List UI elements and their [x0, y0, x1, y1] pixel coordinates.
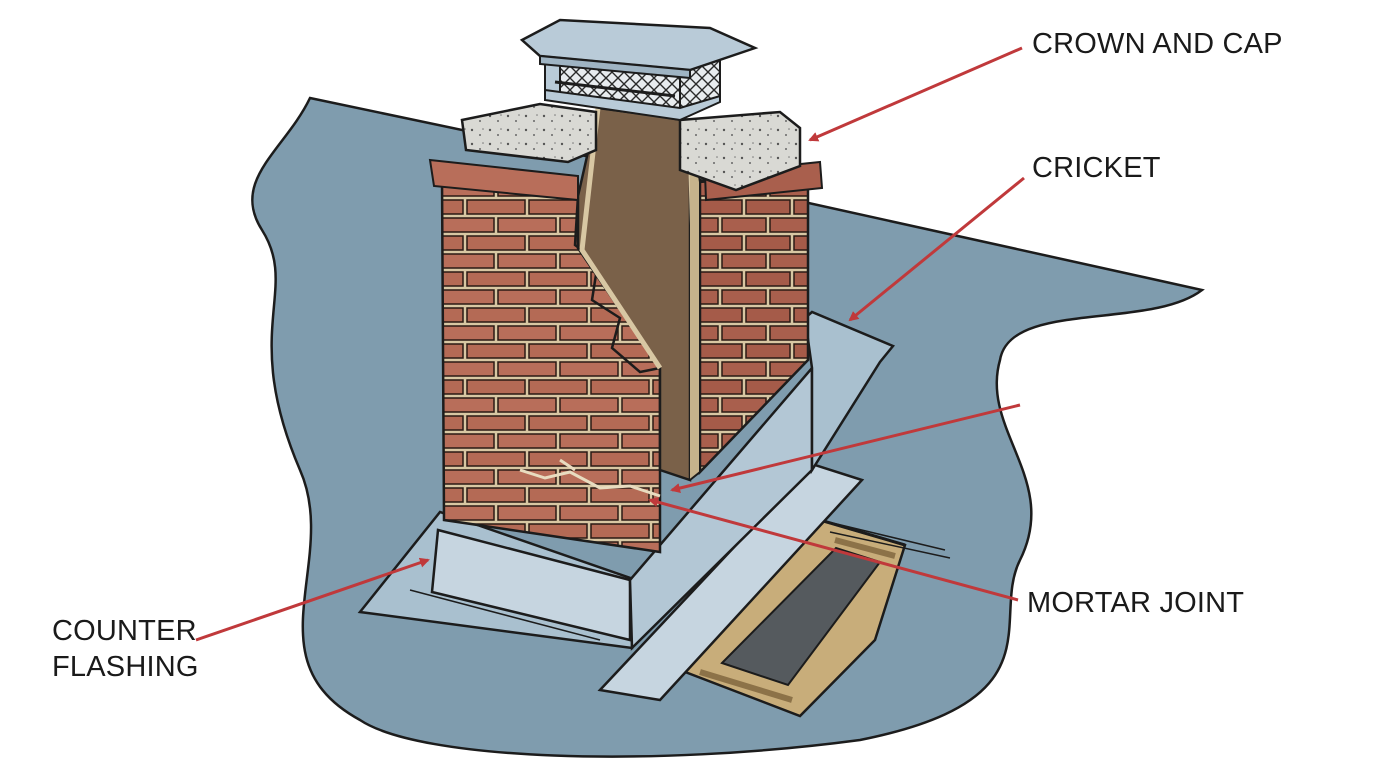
callout-arrows — [195, 46, 1025, 642]
cricket — [803, 310, 896, 475]
arrow-cricket — [848, 176, 1025, 322]
arrow-mortar-joint-2 — [648, 497, 1019, 602]
arrow-crown-and-cap — [808, 46, 1023, 142]
crown-left — [460, 102, 598, 164]
label-counter-flashing-line2: FLASHING — [52, 651, 199, 683]
arrow-counter-flashing — [195, 557, 430, 642]
label-counter-flashing-line1: COUNTER — [52, 615, 197, 647]
label-counter-flashing: COUNTER FLASHING — [52, 613, 232, 685]
label-crown-and-cap: CROWN AND CAP — [1032, 28, 1283, 60]
chimney-cap — [519, 18, 759, 122]
mortar-crack — [519, 458, 661, 498]
roof-framing — [677, 518, 951, 718]
crown-right — [678, 110, 802, 192]
brick-corbel — [428, 158, 579, 202]
label-mortar-joint: MORTAR JOINT — [1027, 587, 1245, 619]
counter-flashing-front — [430, 528, 632, 642]
label-cricket: CRICKET — [1032, 152, 1161, 184]
arrow-mortar-joint-1 — [670, 403, 1021, 493]
